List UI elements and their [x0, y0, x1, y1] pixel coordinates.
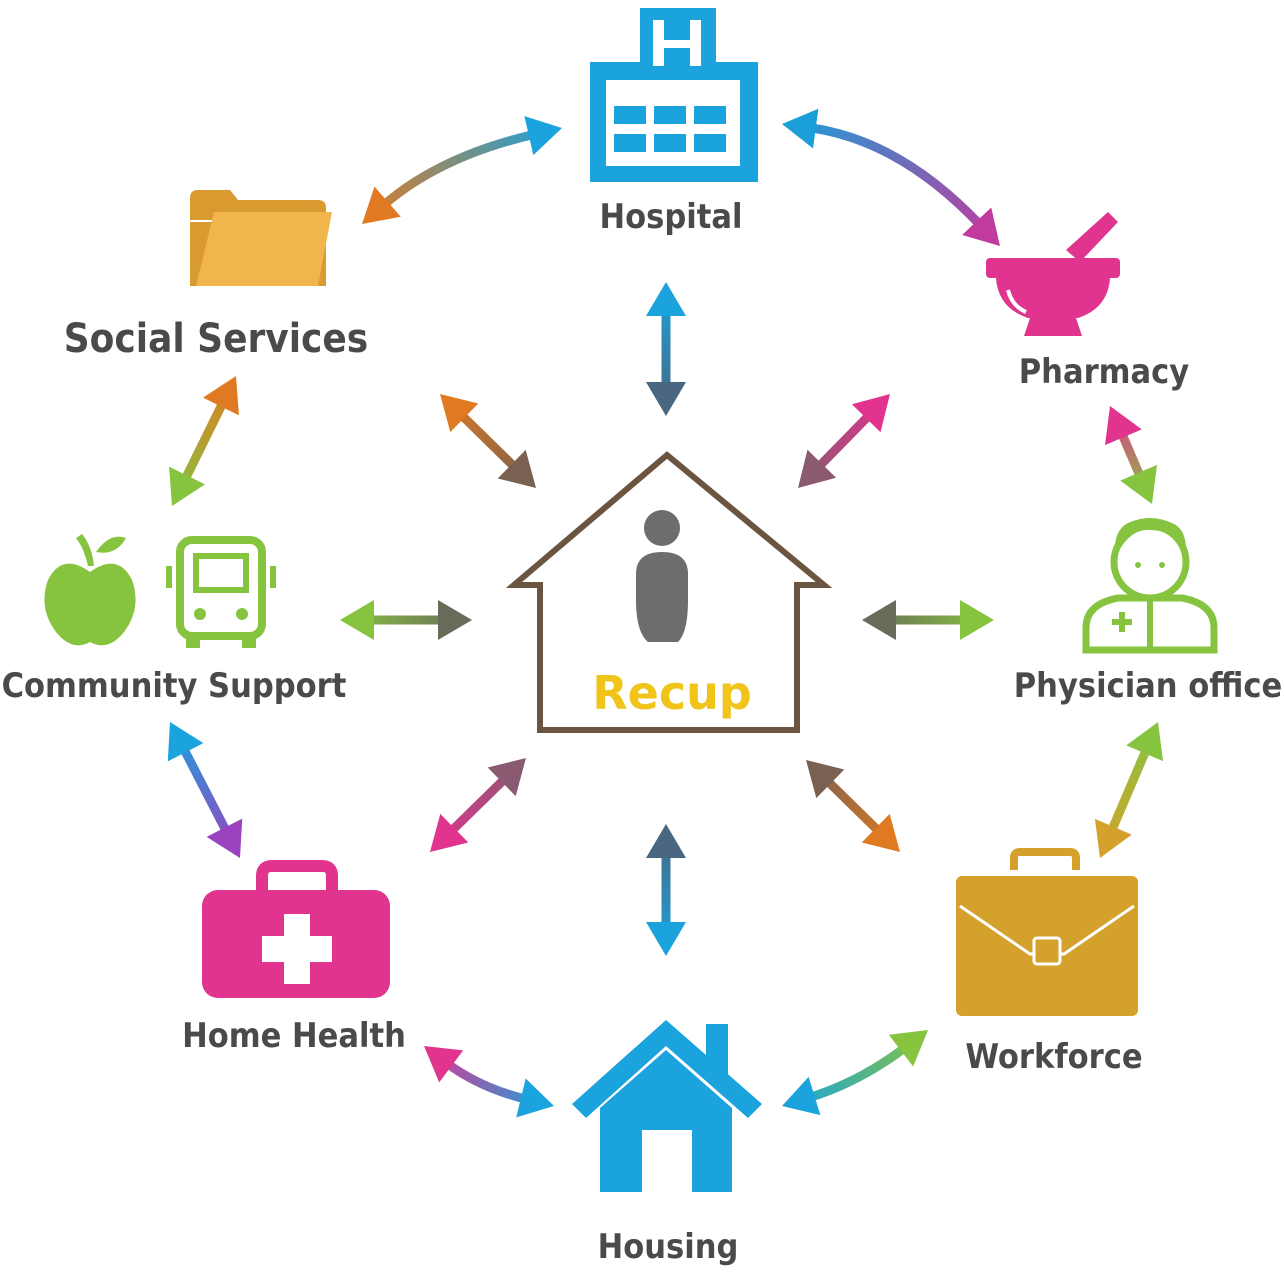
arrow-housing-home-health	[424, 1046, 554, 1118]
arrow-center-social	[440, 394, 536, 488]
arrow-center-community-head-start	[340, 600, 374, 640]
person-icon	[636, 510, 688, 642]
arrow-workforce-housing-head-start	[888, 1030, 928, 1067]
social-services-node[interactable]: Social Services	[64, 190, 368, 362]
arrow-housing-home-health-shaft	[443, 1059, 528, 1104]
arrow-pharmacy-physician-head-end	[1120, 464, 1157, 504]
arrow-community-social-head-start	[169, 466, 205, 506]
workforce-label: Workforce	[965, 1037, 1142, 1077]
arrow-social-hospital	[362, 116, 562, 224]
arrow-community-social-shaft	[180, 399, 228, 483]
arrow-center-workforce	[806, 760, 900, 852]
doctor-icon	[1082, 518, 1218, 654]
arrow-pharmacy-physician-head-start	[1105, 406, 1142, 446]
mortar-pestle-icon	[986, 212, 1120, 336]
arrow-center-social-shaft	[456, 410, 520, 472]
arrow-workforce-housing	[782, 1030, 928, 1116]
house-icon	[572, 1020, 762, 1192]
home-health-node[interactable]: Home Health	[182, 860, 406, 1056]
arrow-center-social-head-end	[497, 449, 536, 488]
arrow-social-hospital-head-start	[362, 186, 401, 224]
ring-connections	[167, 108, 1164, 1118]
arrow-center-workforce-shaft	[822, 776, 884, 836]
hospital-icon	[590, 8, 758, 182]
arrow-center-home-health	[430, 758, 526, 852]
arrow-home-health-community-shaft	[178, 744, 232, 836]
folder-icon	[190, 190, 332, 286]
arrow-center-hospital	[646, 282, 686, 416]
arrow-housing-home-health-head-end	[424, 1046, 464, 1083]
arrow-center-pharmacy	[798, 394, 890, 488]
medical-kit-icon	[202, 860, 390, 998]
home-health-label: Home Health	[182, 1016, 406, 1056]
arrow-housing-home-health-head-start	[516, 1078, 554, 1118]
center-house-outline	[505, 451, 833, 733]
physician-node[interactable]: Physician office	[1014, 518, 1283, 706]
arrow-pharmacy-physician-shaft	[1116, 429, 1146, 481]
arrow-community-social-head-end	[203, 376, 239, 416]
arrow-hospital-pharmacy-head-start	[782, 108, 819, 149]
arrow-center-home-health-head-start	[430, 813, 469, 852]
center-label: Recup	[592, 666, 752, 720]
arrow-center-community	[340, 600, 472, 640]
arrow-home-health-community	[167, 722, 243, 858]
housing-node[interactable]: Housing	[572, 1020, 762, 1267]
arrow-physician-workforce-head-end	[1094, 818, 1132, 858]
apple-icon	[44, 534, 136, 646]
arrow-center-community-head-end	[438, 600, 472, 640]
arrow-center-pharmacy-head-end	[798, 449, 837, 488]
bus-icon	[166, 536, 276, 648]
arrow-hospital-pharmacy-head-end	[962, 207, 1000, 246]
arrow-home-health-community-head-end	[167, 722, 204, 762]
arrow-workforce-housing-head-end	[782, 1076, 821, 1116]
community-label: Community Support	[2, 666, 347, 706]
housing-label: Housing	[598, 1227, 739, 1267]
arrow-home-health-community-head-start	[206, 818, 243, 858]
arrow-center-home-health-shaft	[446, 774, 510, 836]
arrow-social-hospital-shaft	[380, 129, 536, 209]
arrow-center-hospital-head-start	[646, 282, 686, 316]
spoke-connections	[340, 282, 994, 956]
pharmacy-node[interactable]: Pharmacy	[986, 212, 1189, 392]
arrow-center-home-health-head-end	[487, 758, 526, 797]
arrow-center-housing-head-end	[646, 824, 686, 858]
arrow-community-social	[169, 376, 239, 506]
arrow-physician-workforce	[1094, 722, 1164, 858]
arrow-physician-workforce-shaft	[1106, 745, 1152, 835]
arrow-center-workforce-head-start	[861, 813, 900, 852]
hospital-node[interactable]: Hospital	[590, 8, 758, 237]
arrow-physician-workforce-head-start	[1126, 722, 1164, 762]
pharmacy-label: Pharmacy	[1019, 352, 1190, 392]
arrow-center-housing-head-start	[646, 922, 686, 956]
social-services-label: Social Services	[64, 316, 368, 362]
briefcase-icon	[956, 848, 1138, 1016]
arrow-center-housing	[646, 824, 686, 956]
arrow-center-physician-head-start	[960, 600, 994, 640]
workforce-node[interactable]: Workforce	[956, 848, 1143, 1077]
arrow-center-hospital-head-end	[646, 382, 686, 416]
arrow-center-social-head-start	[440, 394, 479, 433]
arrow-hospital-pharmacy-shaft	[809, 123, 985, 229]
arrow-hospital-pharmacy	[782, 108, 1000, 246]
arrow-pharmacy-physician	[1105, 406, 1157, 504]
arrow-center-pharmacy-head-start	[851, 394, 890, 433]
arrow-center-physician-head-end	[862, 600, 896, 640]
arrow-center-physician	[862, 600, 994, 640]
arrow-workforce-housing-shaft	[807, 1043, 909, 1103]
arrow-social-hospital-head-end	[524, 116, 562, 156]
center-node: Recup	[505, 451, 833, 733]
hospital-label: Hospital	[600, 197, 743, 237]
arrow-center-workforce-head-end	[806, 760, 845, 799]
community-node[interactable]: Community Support	[2, 534, 347, 706]
arrow-center-pharmacy-shaft	[814, 410, 874, 472]
physician-label: Physician office	[1014, 666, 1283, 706]
